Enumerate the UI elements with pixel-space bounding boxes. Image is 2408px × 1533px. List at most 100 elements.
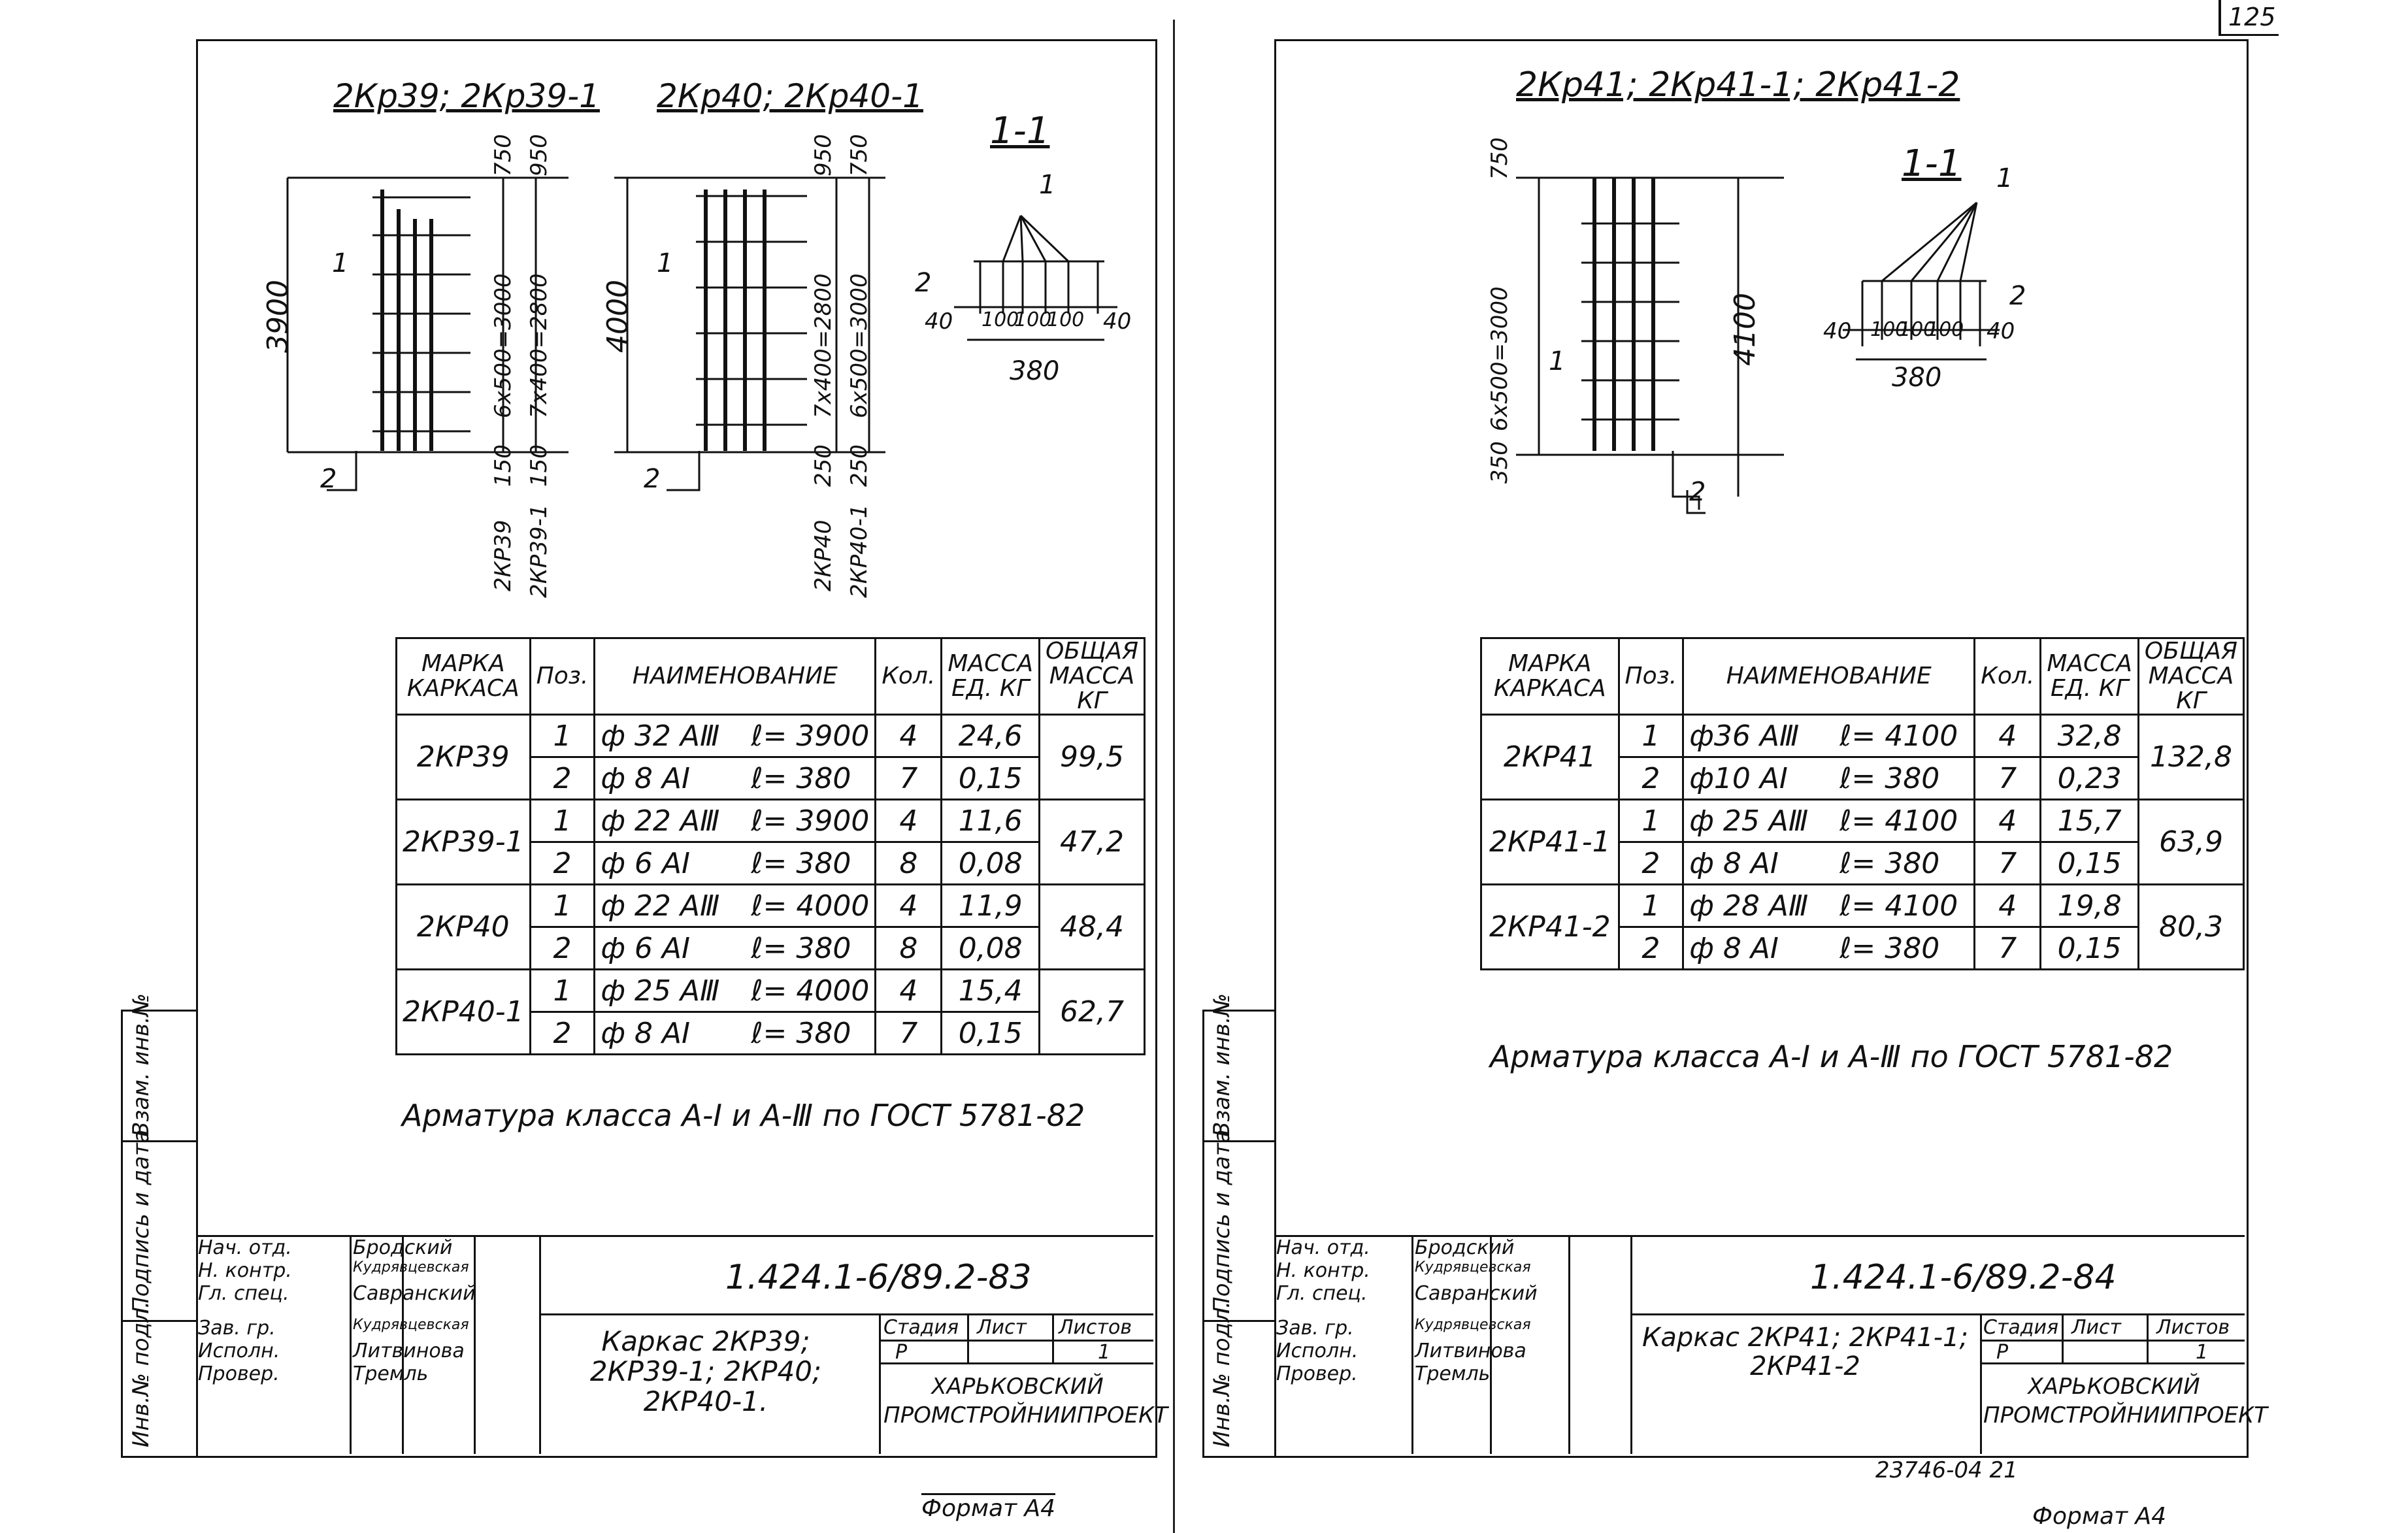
left-pos-1a: 1 xyxy=(332,248,349,278)
left-mark-4: 2КР40-1 xyxy=(846,504,872,598)
right-person-6-name: Тремль xyxy=(1415,1362,1491,1385)
total-cell: 132,8 xyxy=(2137,714,2245,800)
diameter-text: ф 8 АI xyxy=(1689,846,1779,880)
col-mark-header: МАРКА КАРКАСА xyxy=(395,637,531,716)
total-cell: 63,9 xyxy=(2137,799,2245,885)
col-mark-header: МАРКА КАРКАСА xyxy=(1480,637,1620,716)
length-text: ℓ= 380 xyxy=(1839,761,1940,795)
left-person-6-name: Тремль xyxy=(353,1362,429,1385)
left-side-label-inv: Инв.№ подл. xyxy=(128,1301,154,1447)
left-sec-pos-1: 1 xyxy=(1039,170,1056,200)
diameter-text: ф 8 АI xyxy=(601,761,690,795)
left-side-label-sign: Подпись и дата xyxy=(128,1129,154,1313)
left-person-5-role: Исполн. xyxy=(198,1340,280,1362)
left-stage-value: Р xyxy=(895,1341,908,1364)
total-cell: 48,4 xyxy=(1038,883,1146,970)
pos-cell: 1 xyxy=(1617,799,1685,843)
right-sec-pos-1: 1 xyxy=(1996,163,2013,193)
pos-cell: 1 xyxy=(529,799,596,843)
right-person-3-name: Савранский xyxy=(1415,1282,1538,1305)
length-text: ℓ= 4100 xyxy=(1839,889,1958,923)
diameter-text: ф 25 АⅢ xyxy=(1689,804,1809,838)
left-dim-d8: 750 xyxy=(846,134,872,176)
pos-cell: 2 xyxy=(1617,841,1685,885)
name-cell: ф 8 АI ℓ= 380 xyxy=(593,1011,877,1055)
page-number: 125 xyxy=(2228,3,2276,31)
qty-cell: 4 xyxy=(1973,714,2042,758)
diameter-text: ф 8 АI xyxy=(601,1016,690,1050)
mass-cell: 0,08 xyxy=(940,841,1040,885)
diameter-text: ф 6 АI xyxy=(601,931,690,965)
left-title-block xyxy=(196,1235,1153,1456)
qty-cell: 7 xyxy=(874,1011,943,1055)
left-person-4-name: Кудрявцевская xyxy=(353,1317,469,1333)
diameter-text: ф 8 АI xyxy=(1689,931,1779,965)
length-text: ℓ= 380 xyxy=(751,1016,851,1050)
qty-cell: 4 xyxy=(874,714,943,758)
diameter-text: ф 25 АⅢ xyxy=(601,974,720,1008)
left-tb-hline-2 xyxy=(879,1340,1153,1342)
left-sheets-value: 1 xyxy=(1098,1341,1111,1364)
left-sec-100a: 100 xyxy=(981,308,1019,331)
right-sheet-frame xyxy=(1274,39,2249,1458)
left-side-divider-2 xyxy=(121,1320,196,1322)
right-side-divider-1 xyxy=(1202,1140,1274,1142)
right-stage-header: Стадия xyxy=(1983,1316,2059,1339)
left-doc-name: Каркас 2КР39; 2КР39-1; 2КР40; 2КР40-1. xyxy=(589,1325,822,1417)
pos-cell: 2 xyxy=(529,756,596,800)
right-archive-number: 23746-04 21 xyxy=(1875,1457,2018,1483)
right-side-label-replace: Взам. инв.№ xyxy=(1209,993,1235,1137)
left-dim-d6: 150 xyxy=(526,444,552,487)
right-sec-380: 380 xyxy=(1892,363,1942,393)
right-person-3-role: Гл. спец. xyxy=(1276,1282,1368,1305)
left-org: ХАРЬКОВСКИЙ ПРОМСТРОЙНИИПРОЕКТ xyxy=(883,1374,1168,1428)
left-dim-d9: 7x400=2800 xyxy=(810,273,836,418)
total-cell: 99,5 xyxy=(1038,714,1146,800)
left-tb-vline-2 xyxy=(402,1235,404,1454)
right-sec-100a: 100 xyxy=(1870,318,1908,341)
mark-cell: 2КР39 xyxy=(395,714,531,800)
right-sec-pos-2: 2 xyxy=(2009,281,2026,311)
qty-cell: 7 xyxy=(1973,841,2042,885)
left-tb-vline-1 xyxy=(350,1235,352,1454)
length-text: ℓ= 4000 xyxy=(751,889,870,923)
left-tb-vline-5 xyxy=(879,1313,881,1454)
qty-cell: 7 xyxy=(1973,756,2042,800)
left-dim-d4: 7x400=2800 xyxy=(526,273,552,418)
left-tb-hline-3 xyxy=(879,1362,1153,1364)
left-mark-1: 2КР39 xyxy=(490,519,516,591)
mark-cell: 2КР41 xyxy=(1480,714,1620,800)
right-pos-2: 2 xyxy=(1689,477,1706,507)
right-sec-100c: 100 xyxy=(1926,318,1964,341)
pos-cell: 2 xyxy=(529,841,596,885)
length-text: ℓ= 380 xyxy=(751,931,851,965)
qty-cell: 4 xyxy=(1973,799,2042,843)
pos-cell: 1 xyxy=(529,968,596,1013)
left-sec-380: 380 xyxy=(1010,356,1060,386)
mark-cell: 2КР40-1 xyxy=(395,968,531,1055)
left-dim-d5: 150 xyxy=(490,444,516,487)
mass-cell: 11,6 xyxy=(940,799,1040,843)
length-text: ℓ= 4100 xyxy=(1839,719,1958,753)
right-pos-1: 1 xyxy=(1549,346,1566,376)
right-format-label: Формат А4 xyxy=(2032,1503,2167,1530)
diameter-text: ф 32 АⅢ xyxy=(601,719,720,753)
mass-cell: 15,7 xyxy=(2039,799,2139,843)
pos-cell: 1 xyxy=(529,714,596,758)
col-name-header: НАИМЕНОВАНИЕ xyxy=(593,637,877,716)
left-tb-hline-mid xyxy=(539,1313,1153,1315)
right-doc-name: Каркас 2КР41; 2КР41-1; 2КР41-2 xyxy=(1642,1323,1968,1381)
left-dim-d11: 250 xyxy=(810,444,836,487)
right-dim-h1: 4100 xyxy=(1728,293,1762,366)
mark-cell: 2КР39-1 xyxy=(395,799,531,885)
